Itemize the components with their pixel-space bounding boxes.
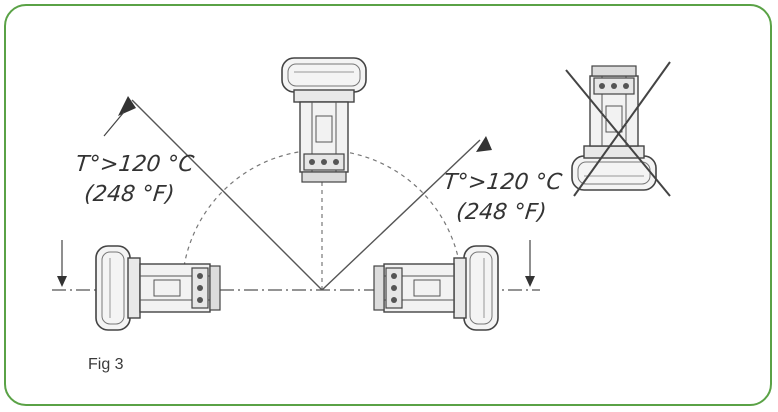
left-temperature-label: T°>120 °C (248 °F): [71, 150, 196, 210]
right-down-arrow-icon: [525, 276, 535, 287]
device-horizontal-left: [95, 245, 221, 331]
right-limit-line: [321, 139, 481, 291]
left-temperature-value: T°>120 °C: [74, 152, 196, 177]
right-temperature-fahrenheit: (248 °F): [455, 200, 548, 225]
device-vertical-top: [281, 57, 367, 183]
right-limit-arrow-icon: [476, 136, 492, 152]
figure-caption: Fig 3: [88, 356, 124, 373]
device-horizontal-right: [373, 245, 499, 331]
left-temperature-fahrenheit: (248 °F): [83, 182, 176, 207]
left-limit-arrow-icon: [118, 96, 136, 116]
right-temperature-value: T°>120 °C: [442, 170, 564, 195]
cross-line-b: [573, 61, 671, 197]
left-limit-line: [131, 99, 323, 291]
left-down-arrow-icon: [57, 276, 67, 287]
figure-frame: [4, 4, 772, 406]
right-temperature-label: T°>120 °C (248 °F): [439, 168, 564, 228]
